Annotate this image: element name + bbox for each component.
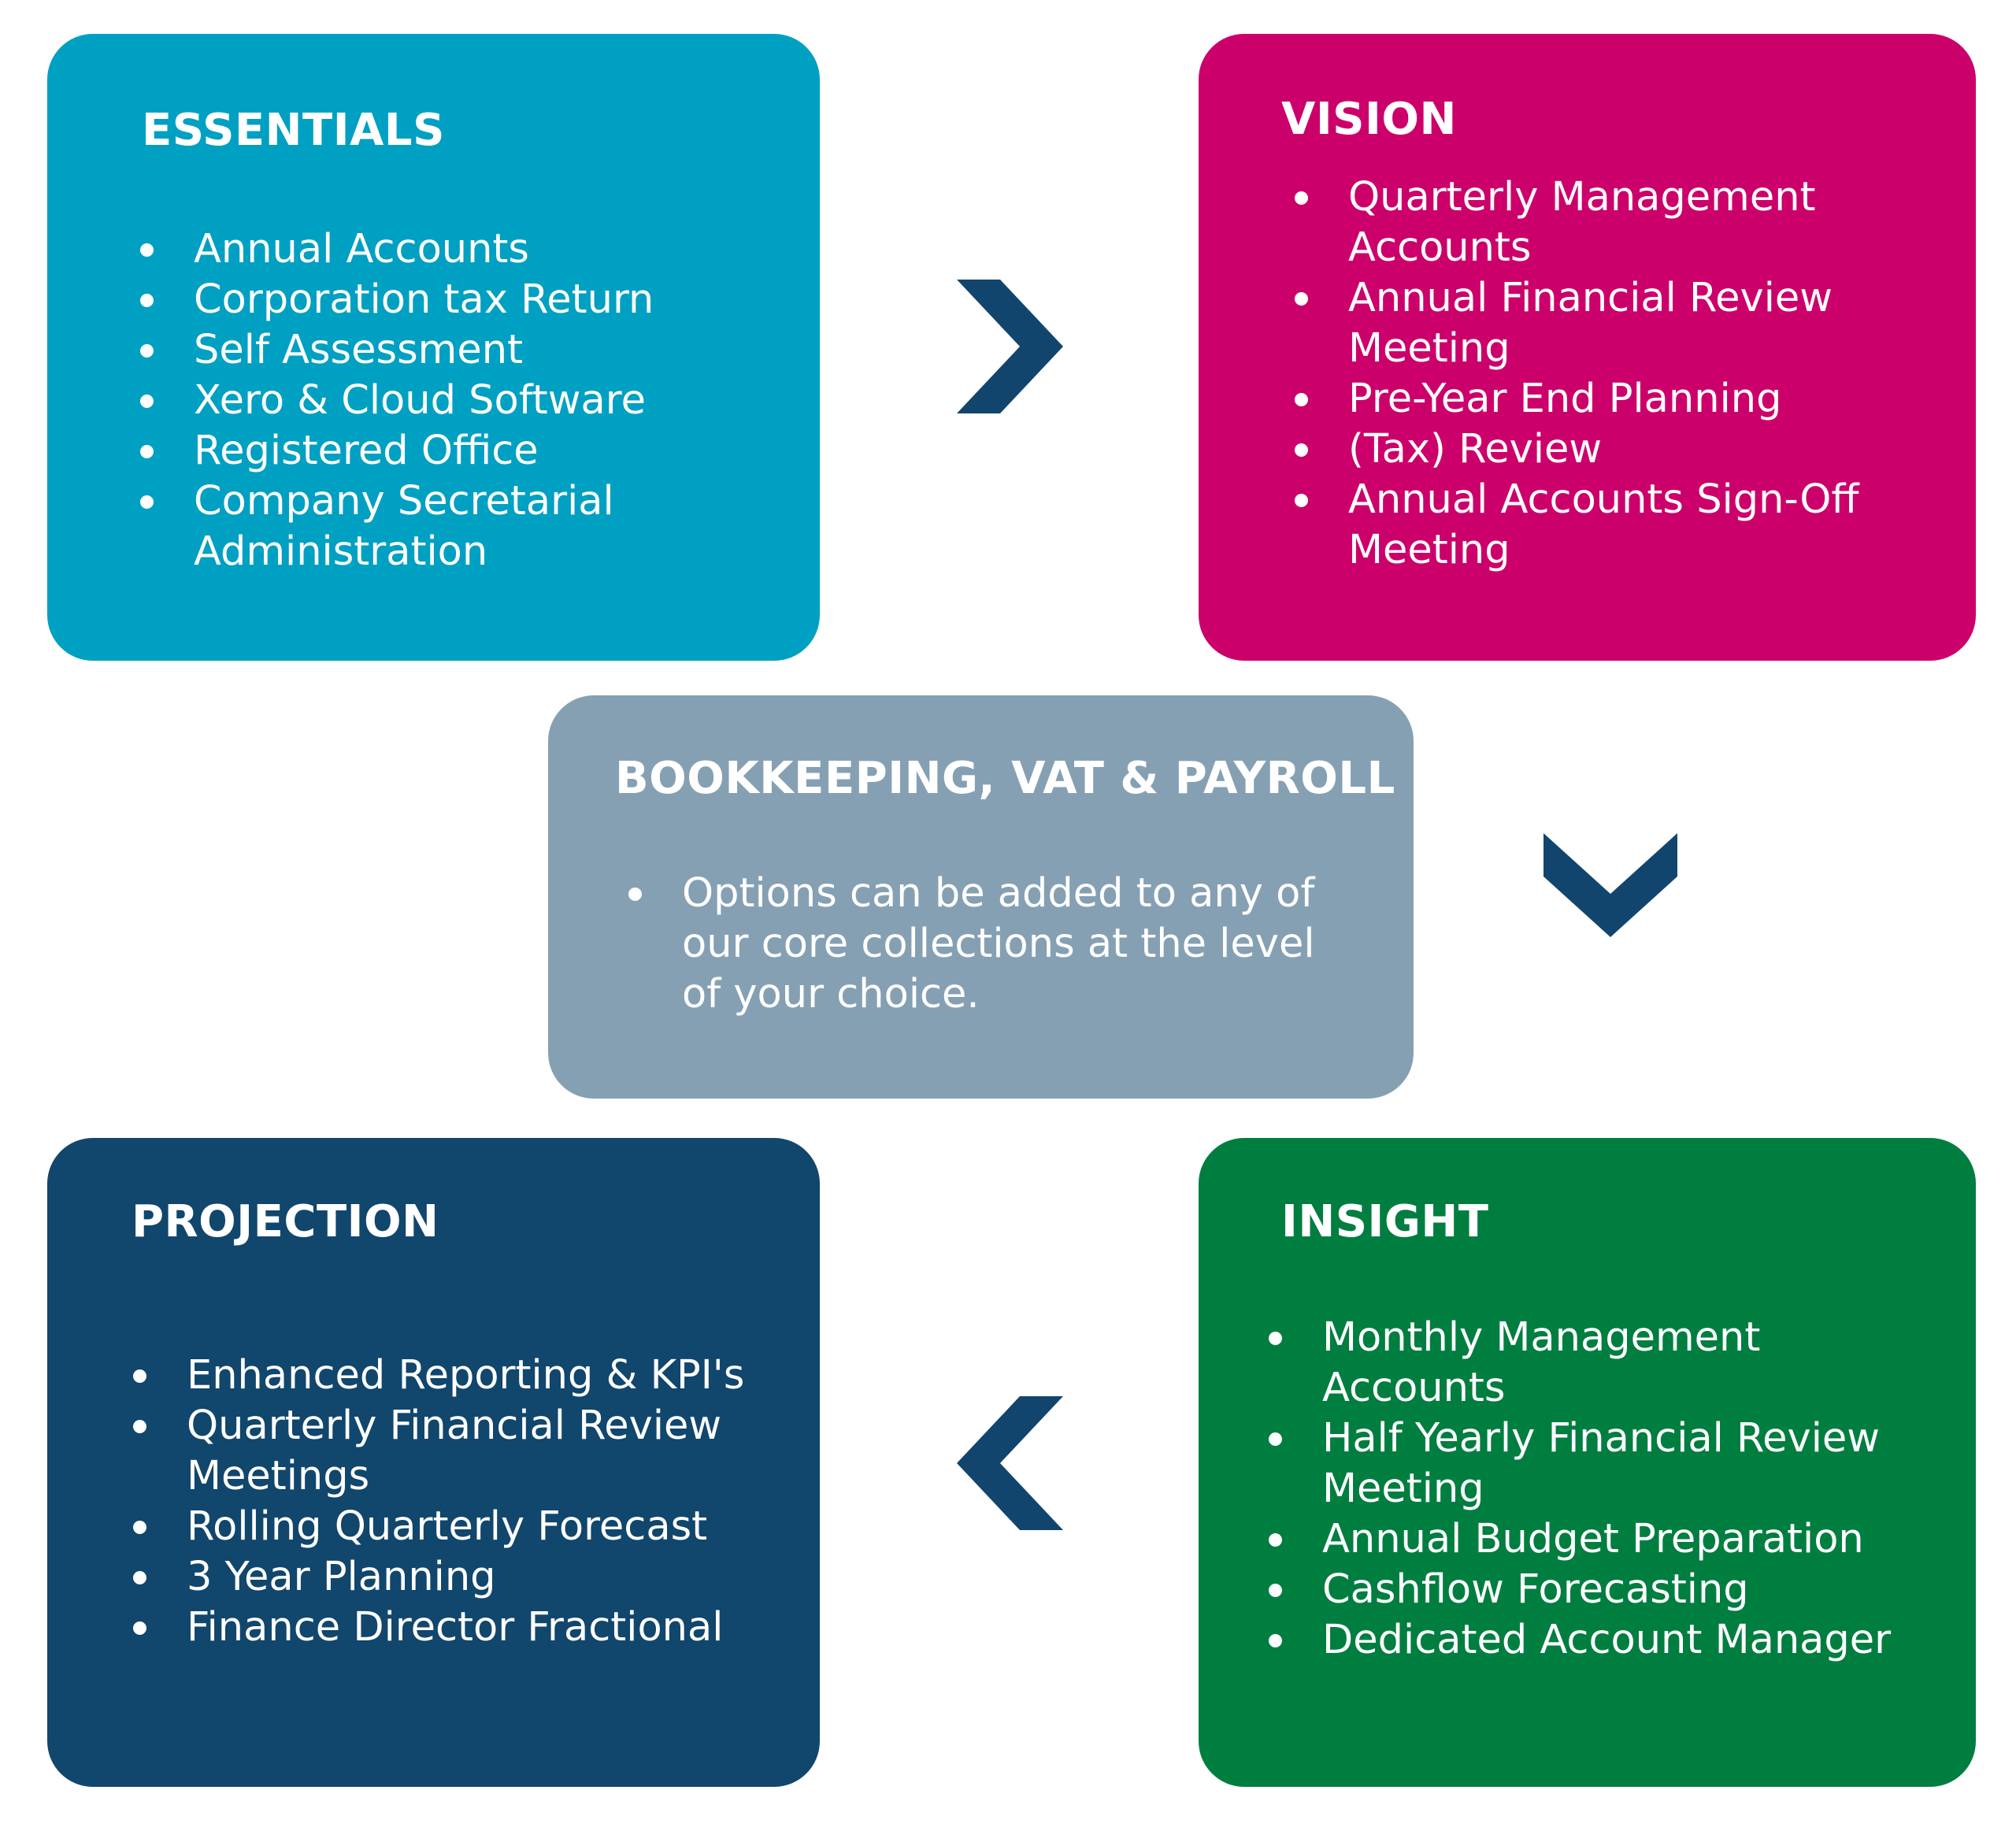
list-item: Annual Accounts [140, 224, 802, 275]
list-item: Xero & Cloud Software [140, 376, 802, 426]
list-item: Finance Director Fractional [133, 1603, 795, 1653]
list-item: 3 Year Planning [133, 1552, 795, 1603]
bullet-icon [1269, 1634, 1282, 1647]
list-item-text: 3 Year Planning [187, 1554, 496, 1600]
bullet-icon [1269, 1584, 1282, 1597]
list-item: Annual Budget Preparation [1269, 1514, 1946, 1565]
chevron-left-icon [957, 1396, 1063, 1530]
bullet-icon [140, 294, 154, 307]
insight-title: INSIGHT [1281, 1196, 1489, 1247]
list-item-text: Annual Financial Review Meeting [1348, 275, 1833, 372]
list-item-text: Company Secretarial Administration [194, 478, 614, 575]
list-item-text: Annual Budget Preparation [1322, 1516, 1864, 1562]
vision-list: Quarterly Management Accounts Annual Fin… [1295, 172, 1956, 576]
insight-list: Monthly Management Accounts Half Yearly … [1269, 1313, 1946, 1666]
list-item-text: Monthly Management Accounts [1322, 1314, 1761, 1411]
list-item-text: Pre-Year End Planning [1348, 376, 1782, 422]
list-item: (Tax) Review [1295, 424, 1956, 475]
list-item-text: Dedicated Account Manager [1322, 1617, 1892, 1663]
projection-title: PROJECTION [132, 1196, 439, 1247]
list-item: Annual Accounts Sign-Off Meeting [1295, 475, 1956, 576]
list-item: Dedicated Account Manager [1269, 1615, 1946, 1666]
list-item: Corporation tax Return [140, 275, 802, 325]
list-item-text: Cashflow Forecasting [1322, 1566, 1749, 1613]
list-item-text: Quarterly Financial Review Meetings [187, 1403, 722, 1499]
projection-card: PROJECTION Enhanced Reporting & KPI's Qu… [47, 1138, 820, 1787]
list-item-text: Enhanced Reporting & KPI's [187, 1352, 745, 1399]
vision-card: VISION Quarterly Management Accounts Ann… [1199, 34, 1976, 661]
essentials-card: ESSENTIALS Annual Accounts Corporation t… [47, 34, 820, 661]
list-item: Options can be added to any of our core … [628, 869, 1377, 1020]
list-item: Registered Office [140, 426, 802, 476]
list-item: Self Assessment [140, 325, 802, 376]
list-item: Annual Financial Review Meeting [1295, 273, 1956, 374]
list-item-text: Registered Office [194, 428, 539, 474]
list-item: Half Yearly Financial Review Meeting [1269, 1414, 1946, 1514]
list-item-text: Xero & Cloud Software [194, 377, 646, 424]
bullet-icon [133, 1521, 146, 1534]
bullet-icon [140, 445, 154, 458]
list-item: Company Secretarial Administration [140, 476, 802, 577]
bullet-icon [1269, 1533, 1282, 1547]
list-item: Pre-Year End Planning [1295, 374, 1956, 424]
bookkeeping-card: BOOKKEEPING, VAT & PAYROLL Options can b… [548, 695, 1414, 1099]
list-item-text: Rolling Quarterly Forecast [187, 1503, 708, 1550]
bookkeeping-list: Options can be added to any of our core … [628, 869, 1377, 1020]
list-item-text: Annual Accounts [194, 226, 529, 272]
list-item: Quarterly Management Accounts [1295, 172, 1956, 273]
bullet-icon [1295, 494, 1308, 507]
chevron-down-icon [1544, 833, 1677, 937]
list-item-text: Options can be added to any of our core … [682, 870, 1315, 1017]
insight-card: INSIGHT Monthly Management Accounts Half… [1199, 1138, 1976, 1787]
bullet-icon [140, 243, 154, 257]
bookkeeping-title: BOOKKEEPING, VAT & PAYROLL [615, 753, 1395, 804]
bullet-icon [1295, 393, 1308, 406]
bullet-icon [140, 344, 154, 358]
bullet-icon [133, 1420, 146, 1433]
bullet-icon [1269, 1432, 1282, 1446]
list-item-text: Finance Director Fractional [187, 1604, 724, 1651]
list-item-text: Quarterly Management Accounts [1348, 174, 1816, 271]
bullet-icon [1295, 443, 1308, 457]
list-item-text: Corporation tax Return [194, 276, 654, 323]
essentials-list: Annual Accounts Corporation tax Return S… [140, 224, 802, 577]
bullet-icon [140, 495, 154, 509]
bullet-icon [133, 1621, 146, 1635]
bullet-icon [628, 888, 642, 901]
list-item-text: Self Assessment [194, 327, 524, 373]
list-item: Quarterly Financial Review Meetings [133, 1401, 795, 1502]
list-item: Monthly Management Accounts [1269, 1313, 1946, 1414]
list-item: Enhanced Reporting & KPI's [133, 1351, 795, 1401]
list-item: Rolling Quarterly Forecast [133, 1502, 795, 1552]
bullet-icon [140, 395, 154, 408]
bullet-icon [133, 1369, 146, 1383]
list-item: Cashflow Forecasting [1269, 1565, 1946, 1615]
bullet-icon [133, 1571, 146, 1584]
vision-title: VISION [1281, 94, 1457, 145]
essentials-title: ESSENTIALS [142, 105, 445, 156]
chevron-right-icon [957, 280, 1063, 413]
list-item-text: Half Yearly Financial Review Meeting [1322, 1415, 1880, 1512]
list-item-text: (Tax) Review [1348, 426, 1603, 472]
bullet-icon [1295, 191, 1308, 205]
projection-list: Enhanced Reporting & KPI's Quarterly Fin… [133, 1351, 795, 1653]
list-item-text: Annual Accounts Sign-Off Meeting [1348, 476, 1859, 573]
bullet-icon [1295, 292, 1308, 306]
bullet-icon [1269, 1332, 1282, 1345]
